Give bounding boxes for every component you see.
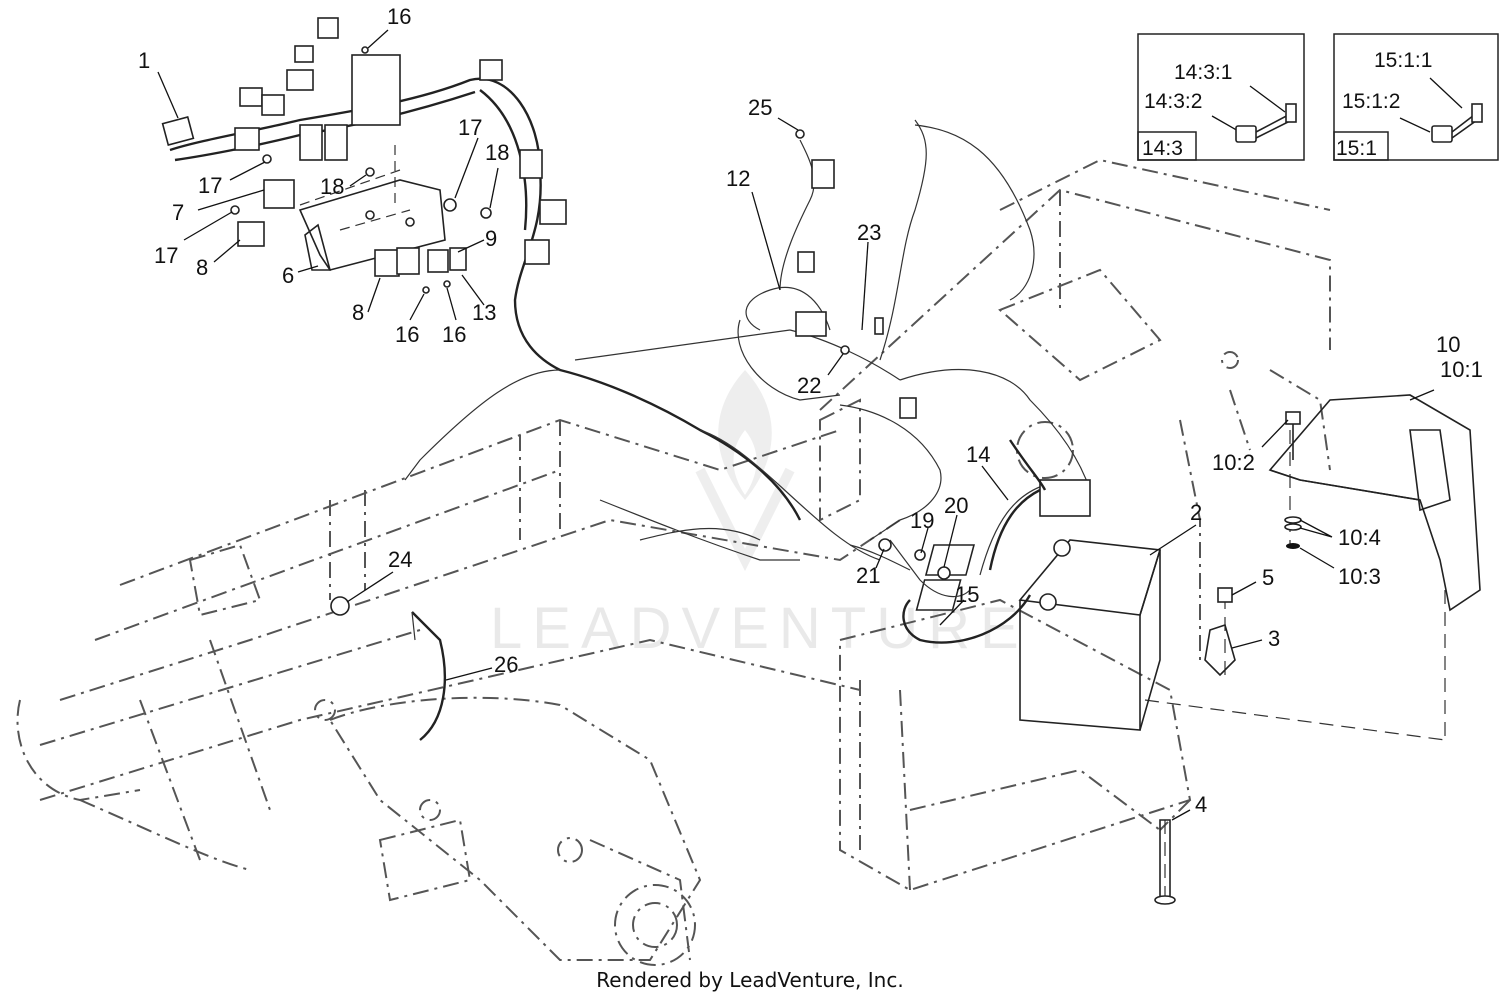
small-hardware: [230, 46, 884, 355]
callout-19: 19: [910, 508, 934, 533]
watermark-logo: [695, 370, 795, 572]
callout-10-3: 10:3: [1338, 564, 1381, 589]
inset-15-1-label-2: 15:1:2: [1342, 90, 1400, 113]
harness-connectors: [161, 17, 567, 265]
callout-17: 17: [198, 173, 222, 198]
inset-14-3-label-2: 14:3:2: [1144, 90, 1202, 113]
callout-18: 18: [485, 140, 509, 165]
callout-22: 22: [797, 373, 821, 398]
callout-3: 3: [1268, 626, 1280, 651]
callout-25: 25: [748, 95, 772, 120]
footer-credit: Rendered by LeadVenture, Inc.: [596, 968, 904, 992]
battery-cables: [878, 439, 1091, 644]
leader-lines: [157, 29, 1435, 821]
battery-hold-down: [1154, 587, 1236, 905]
callout-16: 16: [442, 322, 466, 347]
callout-5: 5: [1262, 565, 1274, 590]
inset-14-3-tag: 14:3: [1142, 137, 1183, 160]
callout-18: 18: [320, 174, 344, 199]
callout-21: 21: [856, 563, 880, 588]
callout-4: 4: [1195, 792, 1207, 817]
callout-20: 20: [944, 493, 968, 518]
callout-24: 24: [388, 547, 412, 572]
inset-15-1-label-1: 15:1:1: [1374, 49, 1432, 72]
callout-7: 7: [172, 200, 184, 225]
callout-16: 16: [387, 4, 411, 29]
sensor-harness: [795, 159, 917, 419]
callout-10-1: 10:1: [1440, 357, 1483, 382]
callout-17: 17: [154, 243, 178, 268]
chassis-frame: [16, 145, 1446, 966]
callout-17: 17: [458, 115, 482, 140]
inset-14-3-label-1: 14:3:1: [1174, 61, 1232, 84]
callout-2: 2: [1190, 500, 1202, 525]
inset-15-1: 15:1:1 15:1:2 15:1: [1333, 33, 1499, 161]
callout-numbers: 1 16 17 18 17 18 7 17 8 6 9 8 16 16 13 2…: [138, 4, 1483, 817]
callout-8: 8: [196, 255, 208, 280]
bolt-14-3-icon: [1235, 103, 1297, 143]
inset-14-3: 14:3:1 14:3:2 14:3: [1137, 33, 1305, 161]
callout-10-2: 10:2: [1212, 450, 1255, 475]
callout-26: 26: [494, 652, 518, 677]
clamps-and-ties: [330, 596, 446, 741]
callout-13: 13: [472, 300, 496, 325]
callout-8: 8: [352, 300, 364, 325]
callout-10-4: 10:4: [1338, 525, 1381, 550]
bolt-15-1-icon: [1431, 103, 1483, 143]
callout-23: 23: [857, 220, 881, 245]
callout-16: 16: [395, 322, 419, 347]
relays: [237, 179, 467, 277]
callout-10: 10: [1436, 332, 1460, 357]
callout-1: 1: [138, 48, 150, 73]
callout-14: 14: [966, 442, 990, 467]
battery-cover: [1268, 394, 1481, 612]
inset-15-1-tag: 15:1: [1336, 137, 1377, 160]
callout-9: 9: [485, 226, 497, 251]
relay-bracket: [298, 179, 446, 271]
callout-6: 6: [282, 263, 294, 288]
callout-15: 15: [955, 582, 979, 607]
callout-12: 12: [726, 166, 750, 191]
